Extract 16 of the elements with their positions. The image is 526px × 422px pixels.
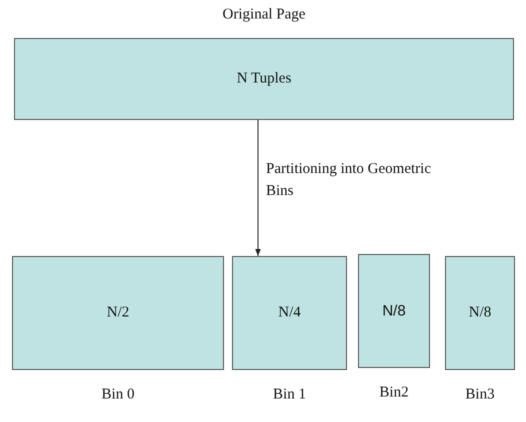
bin-caption: Bin 0 [102, 386, 134, 404]
box [232, 256, 347, 370]
box [445, 256, 515, 370]
bin-caption: Bin 1 [273, 386, 306, 404]
box [12, 256, 224, 370]
box-heading: Original Page [222, 6, 306, 24]
edge-label: Partitioning into Geometric Bins [266, 160, 432, 201]
box-label: N/8 [382, 302, 406, 320]
bin-caption: Bin2 [379, 384, 409, 402]
box-label: N/4 [278, 304, 301, 322]
box-label: N Tuples [236, 70, 292, 88]
box-label: N/8 [468, 304, 492, 322]
arrow [255, 120, 261, 256]
box-label: N/2 [106, 304, 130, 322]
box [358, 254, 430, 368]
bin-caption: Bin3 [465, 386, 495, 404]
